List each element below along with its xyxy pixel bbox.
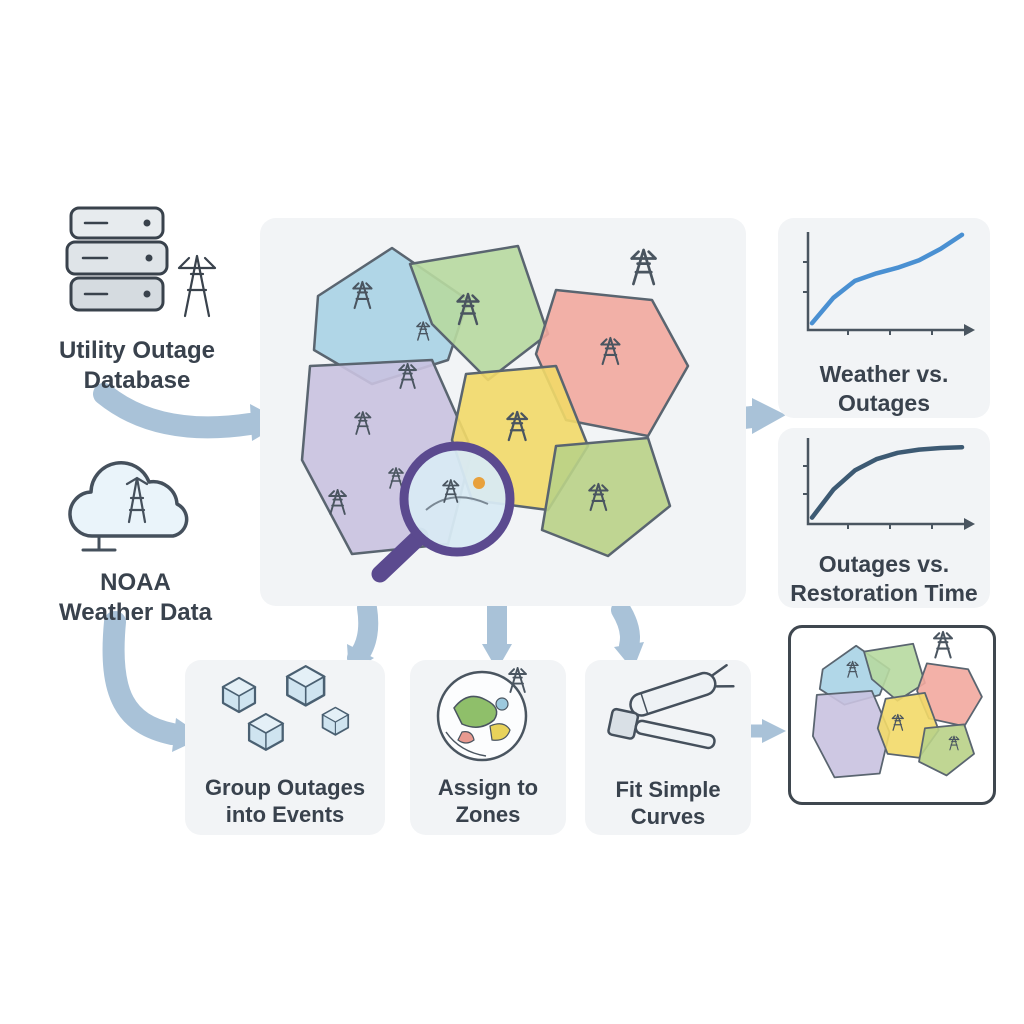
magnifier-handle — [371, 527, 429, 583]
weather-vs-outages-line — [809, 232, 965, 326]
zoned-map-result-card — [788, 625, 996, 805]
arrow-heads — [172, 398, 786, 752]
outages-vs-restoration-line — [809, 444, 965, 520]
weather-label: NOAA Weather Data — [59, 569, 212, 626]
result-zone-southeast — [918, 723, 975, 777]
arrow-weather-to-steps — [102, 611, 183, 745]
outages-vs-restoration-title: Outages vs. Restoration Time — [790, 551, 978, 606]
step3-label: Fit Simple Curves — [615, 777, 721, 830]
station-stand — [81, 536, 116, 552]
weather-vs-outages-card: Weather vs. Outages — [778, 218, 990, 418]
weather-vs-outages-chart — [803, 232, 975, 336]
outages-vs-restoration-card: Outages vs. Restoration Time — [778, 428, 990, 608]
outages-vs-restoration-chart — [803, 438, 975, 530]
server-stack-icon — [65, 206, 217, 318]
x-axis-arrowhead — [964, 324, 975, 336]
hexagon-cluster-icon — [221, 665, 350, 751]
arrow-map-to-step3 — [611, 600, 640, 656]
zone-map — [300, 244, 690, 583]
zone-map-card — [260, 218, 746, 606]
zone-globe-icon — [436, 667, 528, 762]
weather-vs-outages-title: Weather vs. Outages — [819, 361, 949, 416]
noaa-weather-node: NOAA Weather Data — [38, 450, 233, 628]
tools-icon — [607, 664, 735, 750]
utility-outage-database-node: Utility Outage Database — [42, 200, 232, 396]
arrow-database-to-map — [93, 383, 261, 439]
result-zone-north-central — [863, 642, 926, 702]
step-group-outages-card: Group Outages into Events — [185, 660, 385, 835]
database-label: Utility Outage Database — [58, 337, 215, 394]
x-axis-arrowhead — [964, 518, 975, 530]
small-tower-icon — [177, 254, 217, 318]
map-zone-northeast — [534, 288, 690, 438]
weather-cloud-icon — [67, 461, 188, 552]
magnifier-icon — [371, 441, 515, 583]
step1-label: Group Outages into Events — [204, 775, 366, 828]
step-assign-zones-card: Assign to Zones — [410, 660, 566, 835]
map-zone-southeast — [540, 436, 672, 558]
antenna-tower-icon — [125, 476, 148, 524]
step-fit-curves-card: Fit Simple Curves — [585, 660, 751, 835]
zoned-map-result — [812, 630, 983, 779]
step2-label: Assign to Zones — [437, 775, 539, 828]
map-zone-north-central — [408, 244, 550, 382]
result-zone-west — [812, 690, 891, 779]
